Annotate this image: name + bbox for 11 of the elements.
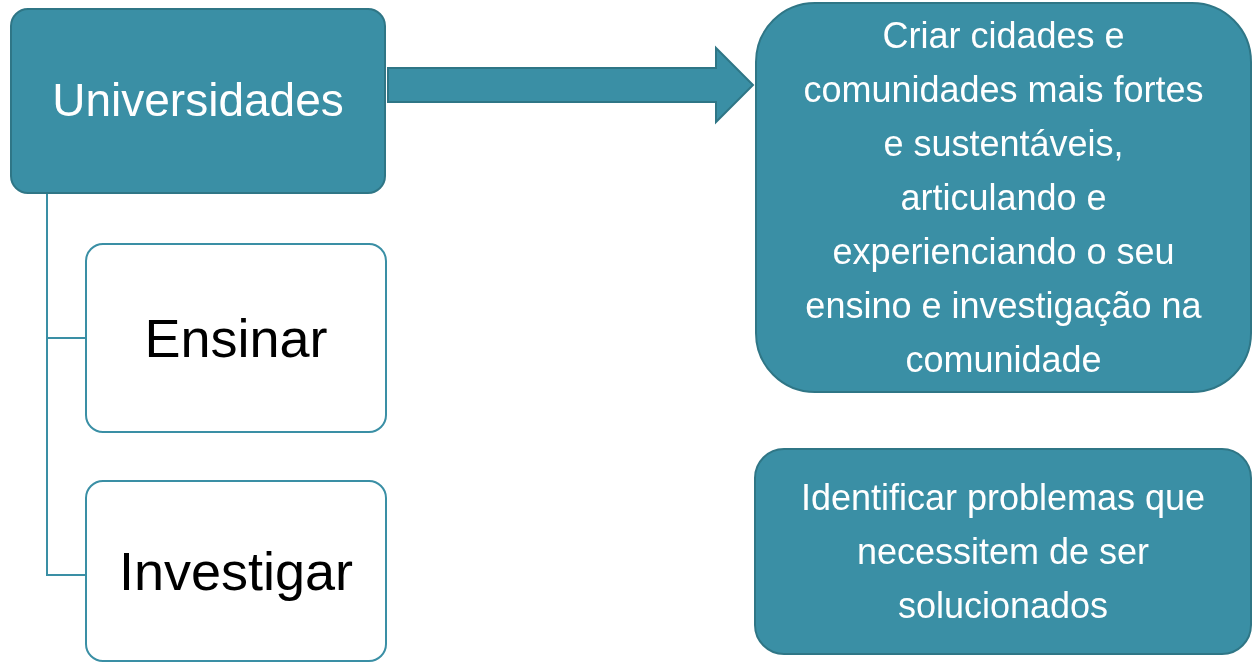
- item-box: [85, 480, 387, 662]
- goal-box: [754, 448, 1252, 655]
- heading-box: [10, 8, 386, 194]
- item-box: [85, 243, 387, 433]
- block-arrow: [387, 45, 755, 125]
- goal-box: [755, 2, 1252, 393]
- heading-text: Universidades: [51, 73, 345, 129]
- box-text: Investigar: [117, 539, 355, 603]
- box-text: Criar cidades e comunidades mais fortes e sustentáveis, articulando e experienciando o seu ensino e investigação na comunidade: [802, 13, 1205, 382]
- box-text: Identificar problemas que necessitem de ser solucionados: [799, 475, 1207, 628]
- box-text: Ensinar: [143, 306, 329, 370]
